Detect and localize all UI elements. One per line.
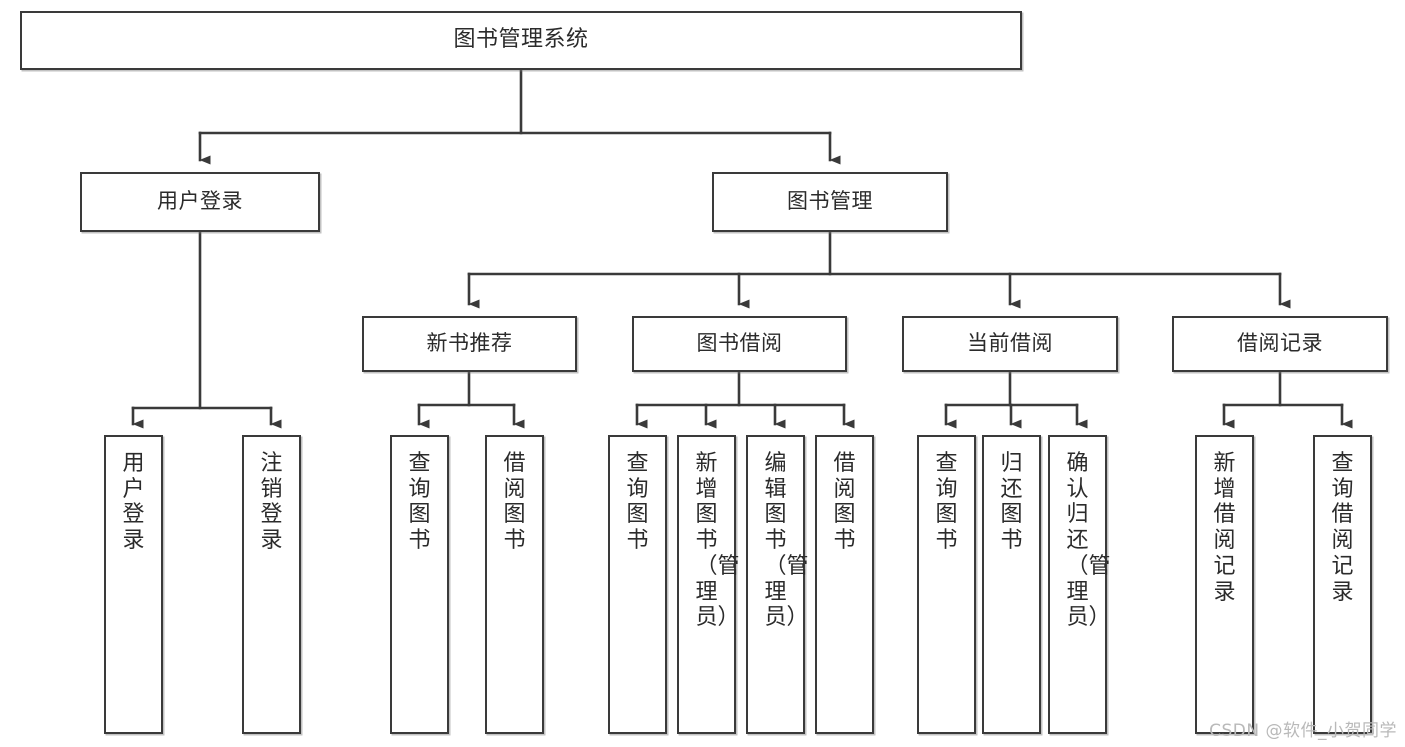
- node-label: 新增图书（管理员）: [695, 451, 740, 631]
- node-book-borrow[interactable]: 图书借阅: [632, 316, 847, 372]
- node-label: 新书推荐: [426, 331, 513, 356]
- node-borrow-record[interactable]: 借阅记录: [1172, 316, 1388, 372]
- node-label: 图书管理: [787, 189, 873, 214]
- leaf-current-borrow-return[interactable]: 归还图书: [982, 435, 1041, 734]
- node-label: 借阅图书: [503, 451, 526, 554]
- node-label: 图书借阅: [696, 331, 783, 356]
- node-label: 当前借阅: [967, 331, 1053, 356]
- node-user-login[interactable]: 用户登录: [80, 172, 320, 232]
- node-label: 查询图书: [935, 451, 958, 554]
- node-current-borrow[interactable]: 当前借阅: [902, 316, 1118, 372]
- node-new-book-recommend[interactable]: 新书推荐: [362, 316, 577, 372]
- leaf-borrow-record-query[interactable]: 查询借阅记录: [1313, 435, 1372, 734]
- node-label: 查询借阅记录: [1331, 451, 1354, 605]
- node-label: 图书管理系统: [453, 27, 589, 53]
- leaf-book-borrow-edit[interactable]: 编辑图书（管理员）: [746, 435, 809, 734]
- leaf-book-borrow-query[interactable]: 查询图书: [608, 435, 667, 734]
- node-root-system[interactable]: 图书管理系统: [20, 11, 1022, 70]
- leaf-current-borrow-query[interactable]: 查询图书: [917, 435, 976, 734]
- node-book-management[interactable]: 图书管理: [712, 172, 948, 232]
- leaf-book-borrow-add[interactable]: 新增图书（管理员）: [677, 435, 740, 734]
- node-label: 借阅图书: [833, 451, 856, 554]
- csdn-watermark: CSDN @软件_小贺同学: [1209, 721, 1397, 741]
- leaf-current-borrow-confirm-return[interactable]: 确认归还（管理员）: [1048, 435, 1111, 734]
- node-label: 用户登录: [122, 451, 145, 554]
- node-label: 注销登录: [260, 451, 283, 554]
- node-label: 查询图书: [626, 451, 649, 554]
- leaf-user-login-logout[interactable]: 注销登录: [242, 435, 301, 734]
- node-label: 确认归还（管理员）: [1066, 451, 1111, 631]
- node-label: 编辑图书（管理员）: [764, 451, 809, 631]
- leaf-new-book-query[interactable]: 查询图书: [390, 435, 449, 734]
- node-label: 新增借阅记录: [1213, 451, 1236, 605]
- node-label: 查询图书: [408, 451, 431, 554]
- node-label: 借阅记录: [1237, 331, 1323, 356]
- leaf-borrow-record-add[interactable]: 新增借阅记录: [1195, 435, 1254, 734]
- leaf-user-login-login[interactable]: 用户登录: [104, 435, 163, 734]
- node-label: 用户登录: [157, 189, 243, 214]
- leaf-new-book-borrow[interactable]: 借阅图书: [485, 435, 544, 734]
- node-label: 归还图书: [1000, 451, 1023, 554]
- leaf-book-borrow-borrow[interactable]: 借阅图书: [815, 435, 874, 734]
